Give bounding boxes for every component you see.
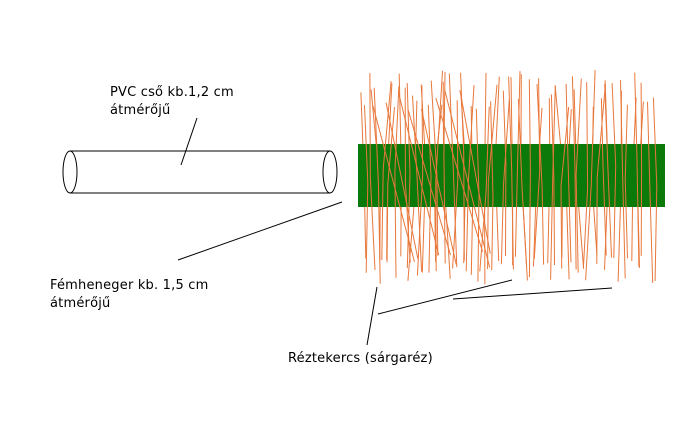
coil-wire-strand [465,85,475,272]
coil-wire-strand [373,87,381,284]
coil-wire-strand [624,104,628,259]
coil-wire-strand [585,70,596,281]
coil-wire-strand [582,82,589,269]
coil-wire-strand [560,106,570,269]
coil-wire-strand [571,76,577,270]
coil-wire-strand [514,71,521,257]
coil-wire-strand [502,90,507,257]
coil-wire-strand [443,72,446,264]
coil-wire-strand [430,80,439,256]
coil-wire-strand [448,73,458,268]
coil-wire-strand [604,84,612,258]
coil-wire-strand [479,106,490,272]
coil-wire-strand [427,104,432,273]
coil-wire-strand [550,94,555,266]
pointer-line-metal [177,201,343,261]
coil-wires-front [364,70,658,284]
pointer-line-pvc [180,117,198,166]
coil-wire-strand [420,108,457,265]
copper-coil-label: Réztekercs (sárgaréz) [288,351,433,366]
coil-wire-strand [435,97,484,253]
coil-wire-strand [364,105,369,273]
coil-wire-strand [508,76,514,270]
coil-wire-strand [528,79,531,278]
coil-wire-strand [381,81,392,261]
coil-wire-strand [647,101,654,283]
coil-wire-strand [435,70,443,272]
pvc-pipe-left-end [62,150,78,194]
coil-wire-strand [575,78,582,273]
coil-wire-strand [611,83,617,259]
coil-wire-strand [452,100,459,269]
coil-wire-strand [536,84,545,265]
coil-wire-strand [444,90,491,268]
coil-wire-strand [565,83,572,263]
coil-wire-strand [620,80,626,279]
coil-wire-strand [372,105,415,262]
pointer-line-coil-right [452,287,613,300]
coil-wire-strand [500,99,510,265]
coil-wire-strand [640,82,643,256]
metal-cylinder-label-line2: átmérőjű [50,296,111,311]
coil-wire-strand [517,99,528,281]
coil-wire-strand [407,109,451,256]
coil-wire-strand [596,84,606,265]
coil-wire-strand [459,90,491,254]
coil-wire-strand [550,85,556,280]
coil-wire-strand [634,72,640,267]
coil-wire-strand [600,98,607,256]
pvc-pipe-label-line1: PVC cső kb.1,2 cm [110,85,234,100]
pvc-pipe-right-end [322,150,338,194]
pvc-pipe-label: PVC cső kb.1,2 cm átmérőjű [110,84,234,120]
coil-wire-strand [397,91,440,255]
coil-wire-strand [369,73,376,271]
pointer-line-coil-left [366,286,378,346]
pvc-pipe-label-line2: átmérőjű [110,103,171,118]
coil-wire-strand [394,86,400,278]
coil-wire-strand [652,97,658,282]
coil-wire-strand [412,95,423,272]
coil-wire-strand [533,78,541,260]
pointer-line-coil-middle [377,279,513,315]
pvc-pipe [62,150,338,194]
coil-wire-strand [490,101,494,271]
coil-wire-strand [416,85,424,276]
metal-cylinder-label-line1: Fémheneger kb. 1,5 cm [50,278,209,293]
metal-cylinder-label: Fémheneger kb. 1,5 cm átmérőjű [50,277,209,313]
coil-wire-strand [385,102,419,259]
